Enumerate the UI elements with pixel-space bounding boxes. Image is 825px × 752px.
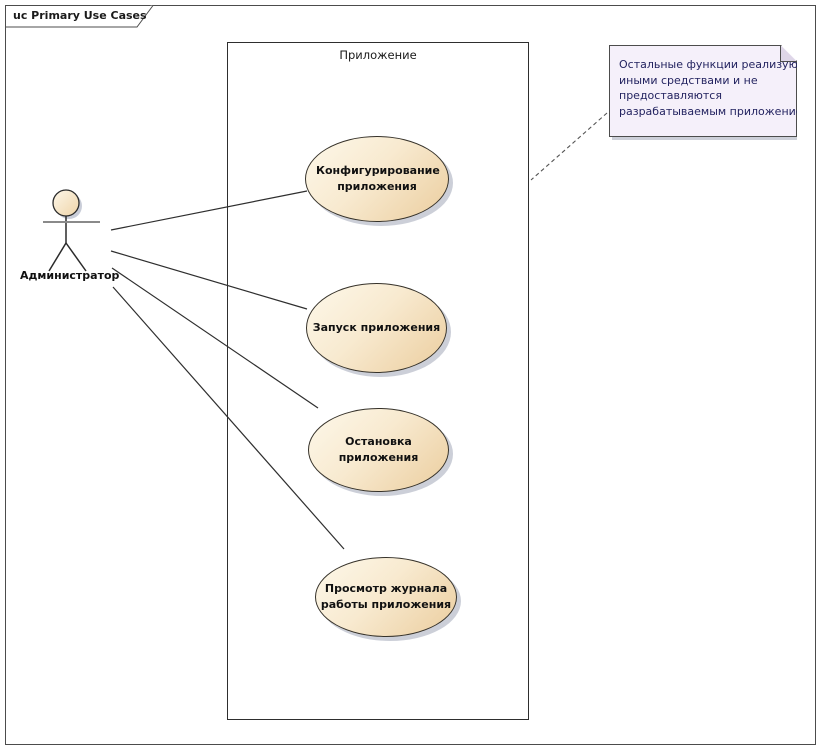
diagram-frame [5,5,816,745]
usecase-label: Запуск приложения [312,321,441,334]
usecase-label: Остановка приложения [338,435,419,464]
usecase-view-application-log[interactable]: Просмотр журнала работы приложения [315,557,457,637]
actor-label: Администратор [20,269,120,282]
frame-title: uc Primary Use Cases [13,9,147,22]
actor-leg-right [65,242,87,272]
note-text-line: предоставляются [619,89,722,102]
association-actor-launch [110,250,308,310]
note-text-line: иными средствами и не [619,73,758,87]
association-actor-stop [111,267,319,409]
actor-head [52,189,80,217]
usecase-configure-application[interactable]: Конфигурирование приложения [305,136,449,222]
association-actor-viewlog [112,286,345,550]
actor-leg-left [48,242,67,272]
actor-figure[interactable] [43,189,100,272]
note[interactable]: Остальные функции реализуются иными сред… [609,45,797,137]
usecase-launch-application[interactable]: Запуск приложения [306,283,447,373]
association-actor-configure [110,190,308,231]
system-boundary-label: Приложение [339,48,417,62]
frame-tab [5,5,154,28]
note-text-line: разрабатываемым приложением [619,104,811,118]
note-text-line: Остальные функции реализуются [619,58,817,71]
system-boundary[interactable] [227,42,529,720]
usecase-label: Просмотр журнала работы приложения [320,582,452,611]
usecase-stop-application[interactable]: Остановка приложения [308,408,449,492]
note-link [530,112,608,181]
usecase-label: Конфигурирование приложения [316,164,440,193]
